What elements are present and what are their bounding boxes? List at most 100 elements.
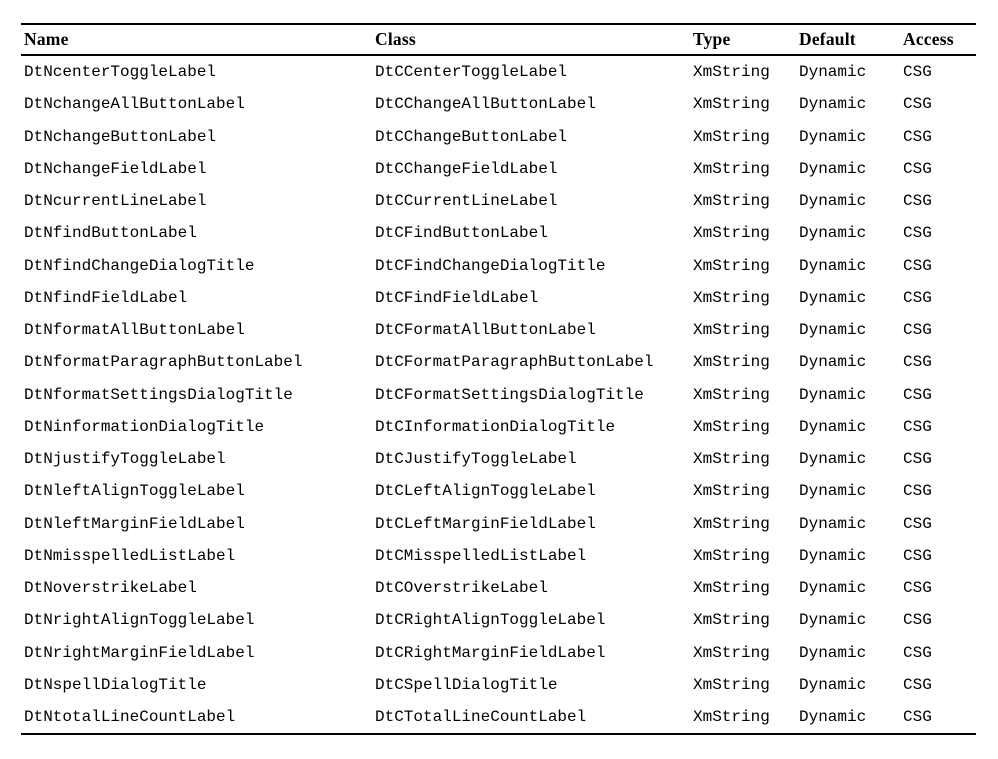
table-row: DtNjustifyToggleLabel DtCJustifyToggleLa… [21,443,976,475]
cell-class: DtCFindButtonLabel [375,224,548,243]
column-header-name: Name [21,23,375,56]
cell-access: CSG [903,611,932,630]
cell-class: DtCLeftMarginFieldLabel [375,514,596,533]
cell-name: DtNchangeFieldLabel [24,159,207,178]
column-header-access: Access [903,23,976,56]
cell-default: Dynamic [799,514,867,533]
cell-type: XmString [693,127,770,146]
cell-default: Dynamic [799,546,867,565]
cell-class: DtCChangeFieldLabel [375,159,558,178]
column-header-default: Default [799,23,903,56]
cell-access: CSG [903,288,932,307]
cell-type: XmString [693,450,770,469]
cell-name: DtNcenterToggleLabel [24,63,217,82]
table-row: DtNoverstrikeLabel DtCOverstrikeLabel Xm… [21,572,976,604]
cell-default: Dynamic [799,95,867,114]
cell-default: Dynamic [799,127,867,146]
cell-access: CSG [903,546,932,565]
cell-type: XmString [693,353,770,372]
cell-access: CSG [903,224,932,243]
resource-table-header: Name Class Type Default Access [21,23,976,56]
table-row: DtNchangeAllButtonLabel DtCChangeAllButt… [21,88,976,120]
column-header-type: Type [693,23,799,56]
cell-type: XmString [693,385,770,404]
resource-table: Name Class Type Default Access DtNcenter… [21,23,976,736]
cell-type: XmString [693,482,770,501]
table-row: DtNleftAlignToggleLabel DtCLeftAlignTogg… [21,475,976,507]
cell-type: XmString [693,417,770,436]
cell-name: DtNleftMarginFieldLabel [24,514,245,533]
cell-access: CSG [903,353,932,372]
cell-access: CSG [903,192,932,211]
cell-class: DtCCurrentLineLabel [375,192,558,211]
cell-type: XmString [693,579,770,598]
cell-type: XmString [693,256,770,275]
cell-type: XmString [693,288,770,307]
cell-type: XmString [693,95,770,114]
cell-access: CSG [903,256,932,275]
table-row: DtNcurrentLineLabel DtCCurrentLineLabel … [21,185,976,217]
cell-name: DtNcurrentLineLabel [24,192,207,211]
cell-type: XmString [693,321,770,340]
cell-name: DtNformatParagraphButtonLabel [24,353,303,372]
table-row: DtNrightMarginFieldLabel DtCRightMarginF… [21,637,976,669]
table-row: DtNspellDialogTitle DtCSpellDialogTitle … [21,669,976,701]
cell-name: DtNoverstrikeLabel [24,579,197,598]
cell-default: Dynamic [799,353,867,372]
cell-default: Dynamic [799,159,867,178]
cell-default: Dynamic [799,482,867,501]
cell-access: CSG [903,514,932,533]
cell-default: Dynamic [799,701,903,736]
cell-default: Dynamic [799,288,867,307]
header-row: Name Class Type Default Access [21,23,976,56]
cell-name: DtNchangeButtonLabel [24,127,217,146]
cell-name: DtNformatAllButtonLabel [24,321,245,340]
resource-table-body: DtNcenterToggleLabel DtCCenterToggleLabe… [21,55,976,736]
cell-class: DtCTotalLineCountLabel [375,701,693,736]
cell-default: Dynamic [799,224,867,243]
cell-access: CSG [903,579,932,598]
cell-access: CSG [903,63,932,82]
cell-default: Dynamic [799,579,867,598]
cell-name: DtNchangeAllButtonLabel [24,95,245,114]
cell-class: DtCJustifyToggleLabel [375,450,577,469]
cell-name: DtNmisspelledListLabel [24,546,236,565]
table-row: DtNleftMarginFieldLabel DtCLeftMarginFie… [21,508,976,540]
cell-name: DtNfindChangeDialogTitle [24,256,255,275]
cell-name: DtNspellDialogTitle [24,675,207,694]
cell-default: Dynamic [799,450,867,469]
cell-access: CSG [903,643,932,662]
table-row: DtNformatParagraphButtonLabel DtCFormatP… [21,346,976,378]
table-row: DtNinformationDialogTitle DtCInformation… [21,411,976,443]
cell-class: DtCFormatSettingsDialogTitle [375,385,644,404]
cell-type: XmString [693,643,770,662]
cell-access: CSG [903,417,932,436]
cell-type: XmString [693,514,770,533]
cell-default: Dynamic [799,675,867,694]
cell-name: DtNrightAlignToggleLabel [24,611,255,630]
cell-class: DtCInformationDialogTitle [375,417,616,436]
cell-default: Dynamic [799,385,867,404]
cell-access: CSG [903,321,932,340]
cell-class: DtCMisspelledListLabel [375,546,587,565]
table-row: DtNfindButtonLabel DtCFindButtonLabel Xm… [21,217,976,249]
cell-type: XmString [693,224,770,243]
cell-name: DtNrightMarginFieldLabel [24,643,255,662]
table-row: DtNformatAllButtonLabel DtCFormatAllButt… [21,314,976,346]
cell-name: DtNtotalLineCountLabel [21,701,375,736]
cell-access: CSG [903,701,976,736]
cell-name: DtNfindButtonLabel [24,224,197,243]
cell-class: DtCFormatAllButtonLabel [375,321,596,340]
cell-type: XmString [693,611,770,630]
table-row: DtNfindChangeDialogTitle DtCFindChangeDi… [21,250,976,282]
table-row: DtNmisspelledListLabel DtCMisspelledList… [21,540,976,572]
cell-class: DtCLeftAlignToggleLabel [375,482,596,501]
cell-class: DtCChangeButtonLabel [375,127,568,146]
table-row: DtNchangeFieldLabel DtCChangeFieldLabel … [21,153,976,185]
table-row: DtNrightAlignToggleLabel DtCRightAlignTo… [21,604,976,636]
cell-type: XmString [693,675,770,694]
cell-class: DtCCenterToggleLabel [375,63,568,82]
cell-access: CSG [903,450,932,469]
cell-name: DtNfindFieldLabel [24,288,188,307]
cell-name: DtNinformationDialogTitle [24,417,265,436]
